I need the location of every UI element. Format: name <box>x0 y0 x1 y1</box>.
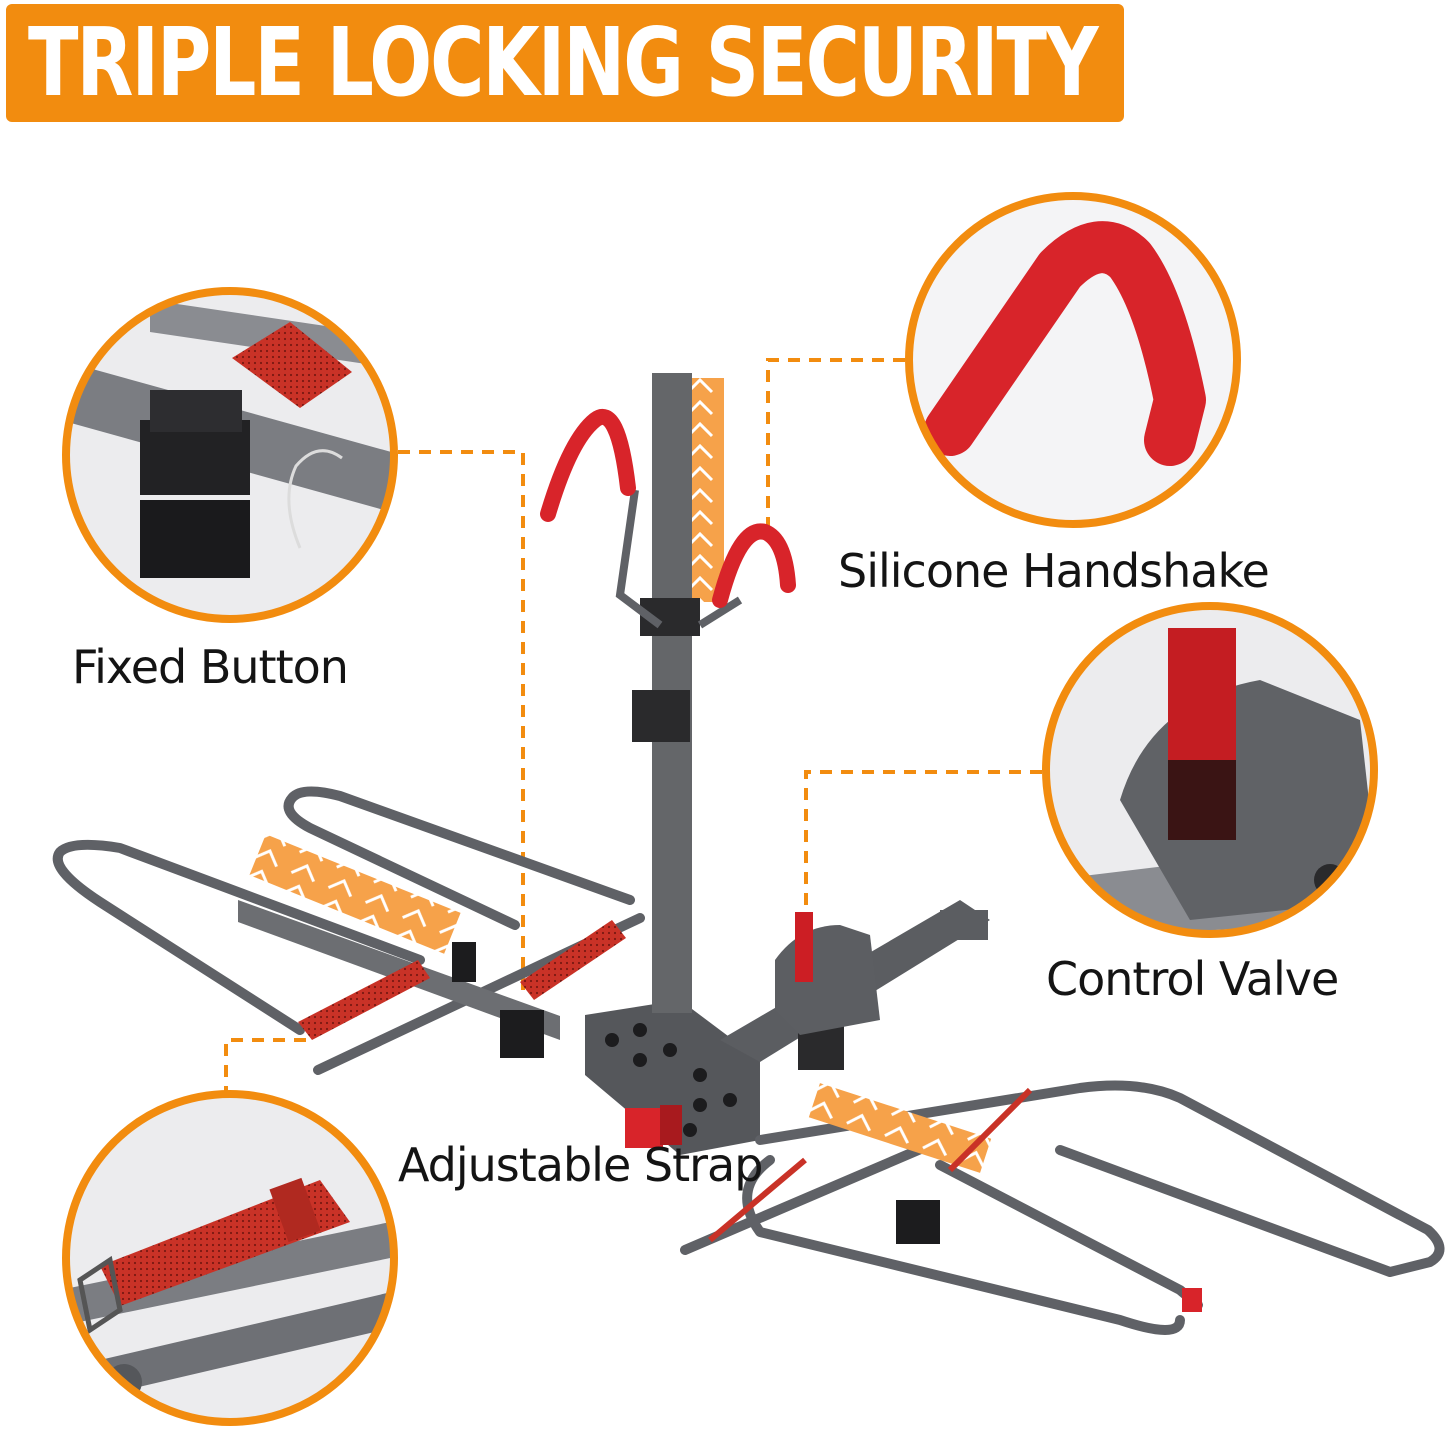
callout-fixed-button: Fixed Button <box>72 640 349 694</box>
callout-control-valve: Control Valve <box>1046 952 1339 1006</box>
leader-lines <box>224 358 1042 1094</box>
callout-silicone-handshake: Silicone Handshake <box>838 544 1270 598</box>
banner-title: TRIPLE LOCKING SECURITY <box>28 7 1099 119</box>
callout-adjustable-strap: Adjustable Strap <box>398 1138 763 1192</box>
title-banner: TRIPLE LOCKING SECURITY <box>6 4 1124 122</box>
detail-circle-fixed-button <box>62 287 398 623</box>
bike-rack <box>52 373 1445 1335</box>
detail-circle-silicone-handshake <box>905 192 1241 528</box>
detail-circle-control-valve <box>1042 602 1378 938</box>
detail-circle-adjustable-strap <box>62 1090 398 1426</box>
